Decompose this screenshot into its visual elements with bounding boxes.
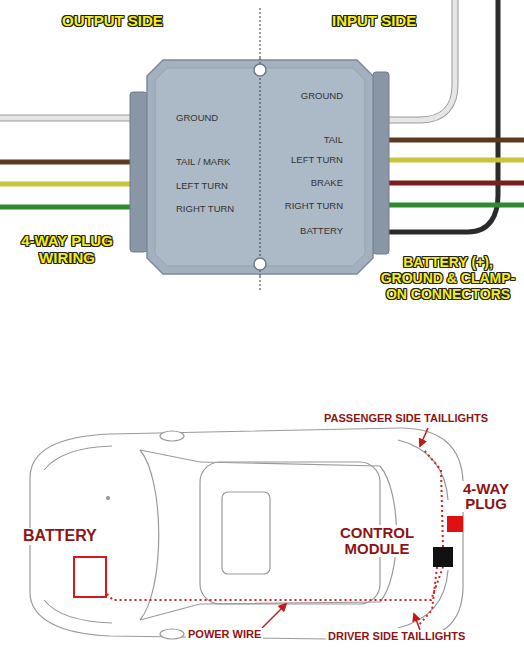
mounting-hole: [254, 64, 266, 76]
a-pillar: [140, 450, 200, 620]
side-label: INPUT SIDE: [332, 12, 416, 29]
terminal-label: BATTERY: [300, 225, 343, 237]
terminal-label: GROUND: [301, 90, 343, 102]
yellow-wire: [386, 158, 524, 163]
yellow-wire: [0, 182, 136, 187]
connector-tab: [130, 92, 147, 252]
terminal-label: BRAKE: [311, 177, 343, 189]
callout-label: POWER WIRE: [186, 628, 263, 641]
mirror: [160, 629, 184, 639]
side-label: BATTERY (+), GROUND & CLAMP-ON CONNECTOR…: [377, 254, 519, 302]
terminal-label: RIGHT TURN: [176, 203, 234, 215]
control-module-box: CONTROL MODULE: [433, 547, 453, 567]
battery-box: BATTERY: [73, 556, 107, 598]
terminal-label: GROUND: [176, 112, 218, 124]
mirror: [160, 431, 184, 441]
power-wire: [107, 567, 443, 600]
red-wire: [386, 181, 524, 186]
side-label: 4-WAY PLUG WIRING: [6, 232, 128, 267]
leader-arrow: [262, 604, 286, 628]
terminal-label: LEFT TURN: [176, 180, 228, 192]
side-label: OUTPUT SIDE: [62, 12, 163, 29]
green-wire: [0, 205, 136, 210]
part-label: 4-WAY PLUG: [453, 481, 519, 513]
white-wire: [0, 116, 136, 121]
taillight-wire: [418, 567, 437, 626]
windshield: [140, 450, 159, 620]
leader-arrow: [414, 614, 420, 630]
green-wire: [386, 203, 524, 208]
divider-line: [259, 58, 260, 276]
callout-label: DRIVER SIDE TAILLIGHTS: [326, 630, 467, 643]
connector-tab: [373, 72, 389, 254]
brown-wire: [0, 160, 136, 165]
terminal-label: LEFT TURN: [291, 154, 343, 166]
sunroof: [222, 492, 270, 574]
detail-dot: [107, 497, 110, 500]
terminal-label: RIGHT TURN: [285, 200, 343, 212]
callout-label: PASSENGER SIDE TAILLIGHTS: [322, 412, 490, 425]
plug-box: 4-WAY PLUG: [447, 516, 463, 532]
part-label: BATTERY: [21, 528, 99, 545]
leader-arrow: [420, 428, 428, 446]
brown-wire: [386, 138, 524, 143]
terminal-label: TAIL: [324, 134, 343, 146]
part-label: CONTROL MODULE: [327, 525, 427, 557]
black-wire: [386, 0, 498, 232]
mounting-hole: [254, 258, 266, 270]
control-module-body: GROUND TAIL / MARK LEFT TURN RIGHT TURN GROU…: [145, 58, 375, 276]
wire-outline: [0, 115, 136, 122]
terminal-label: TAIL / MARK: [176, 156, 230, 168]
